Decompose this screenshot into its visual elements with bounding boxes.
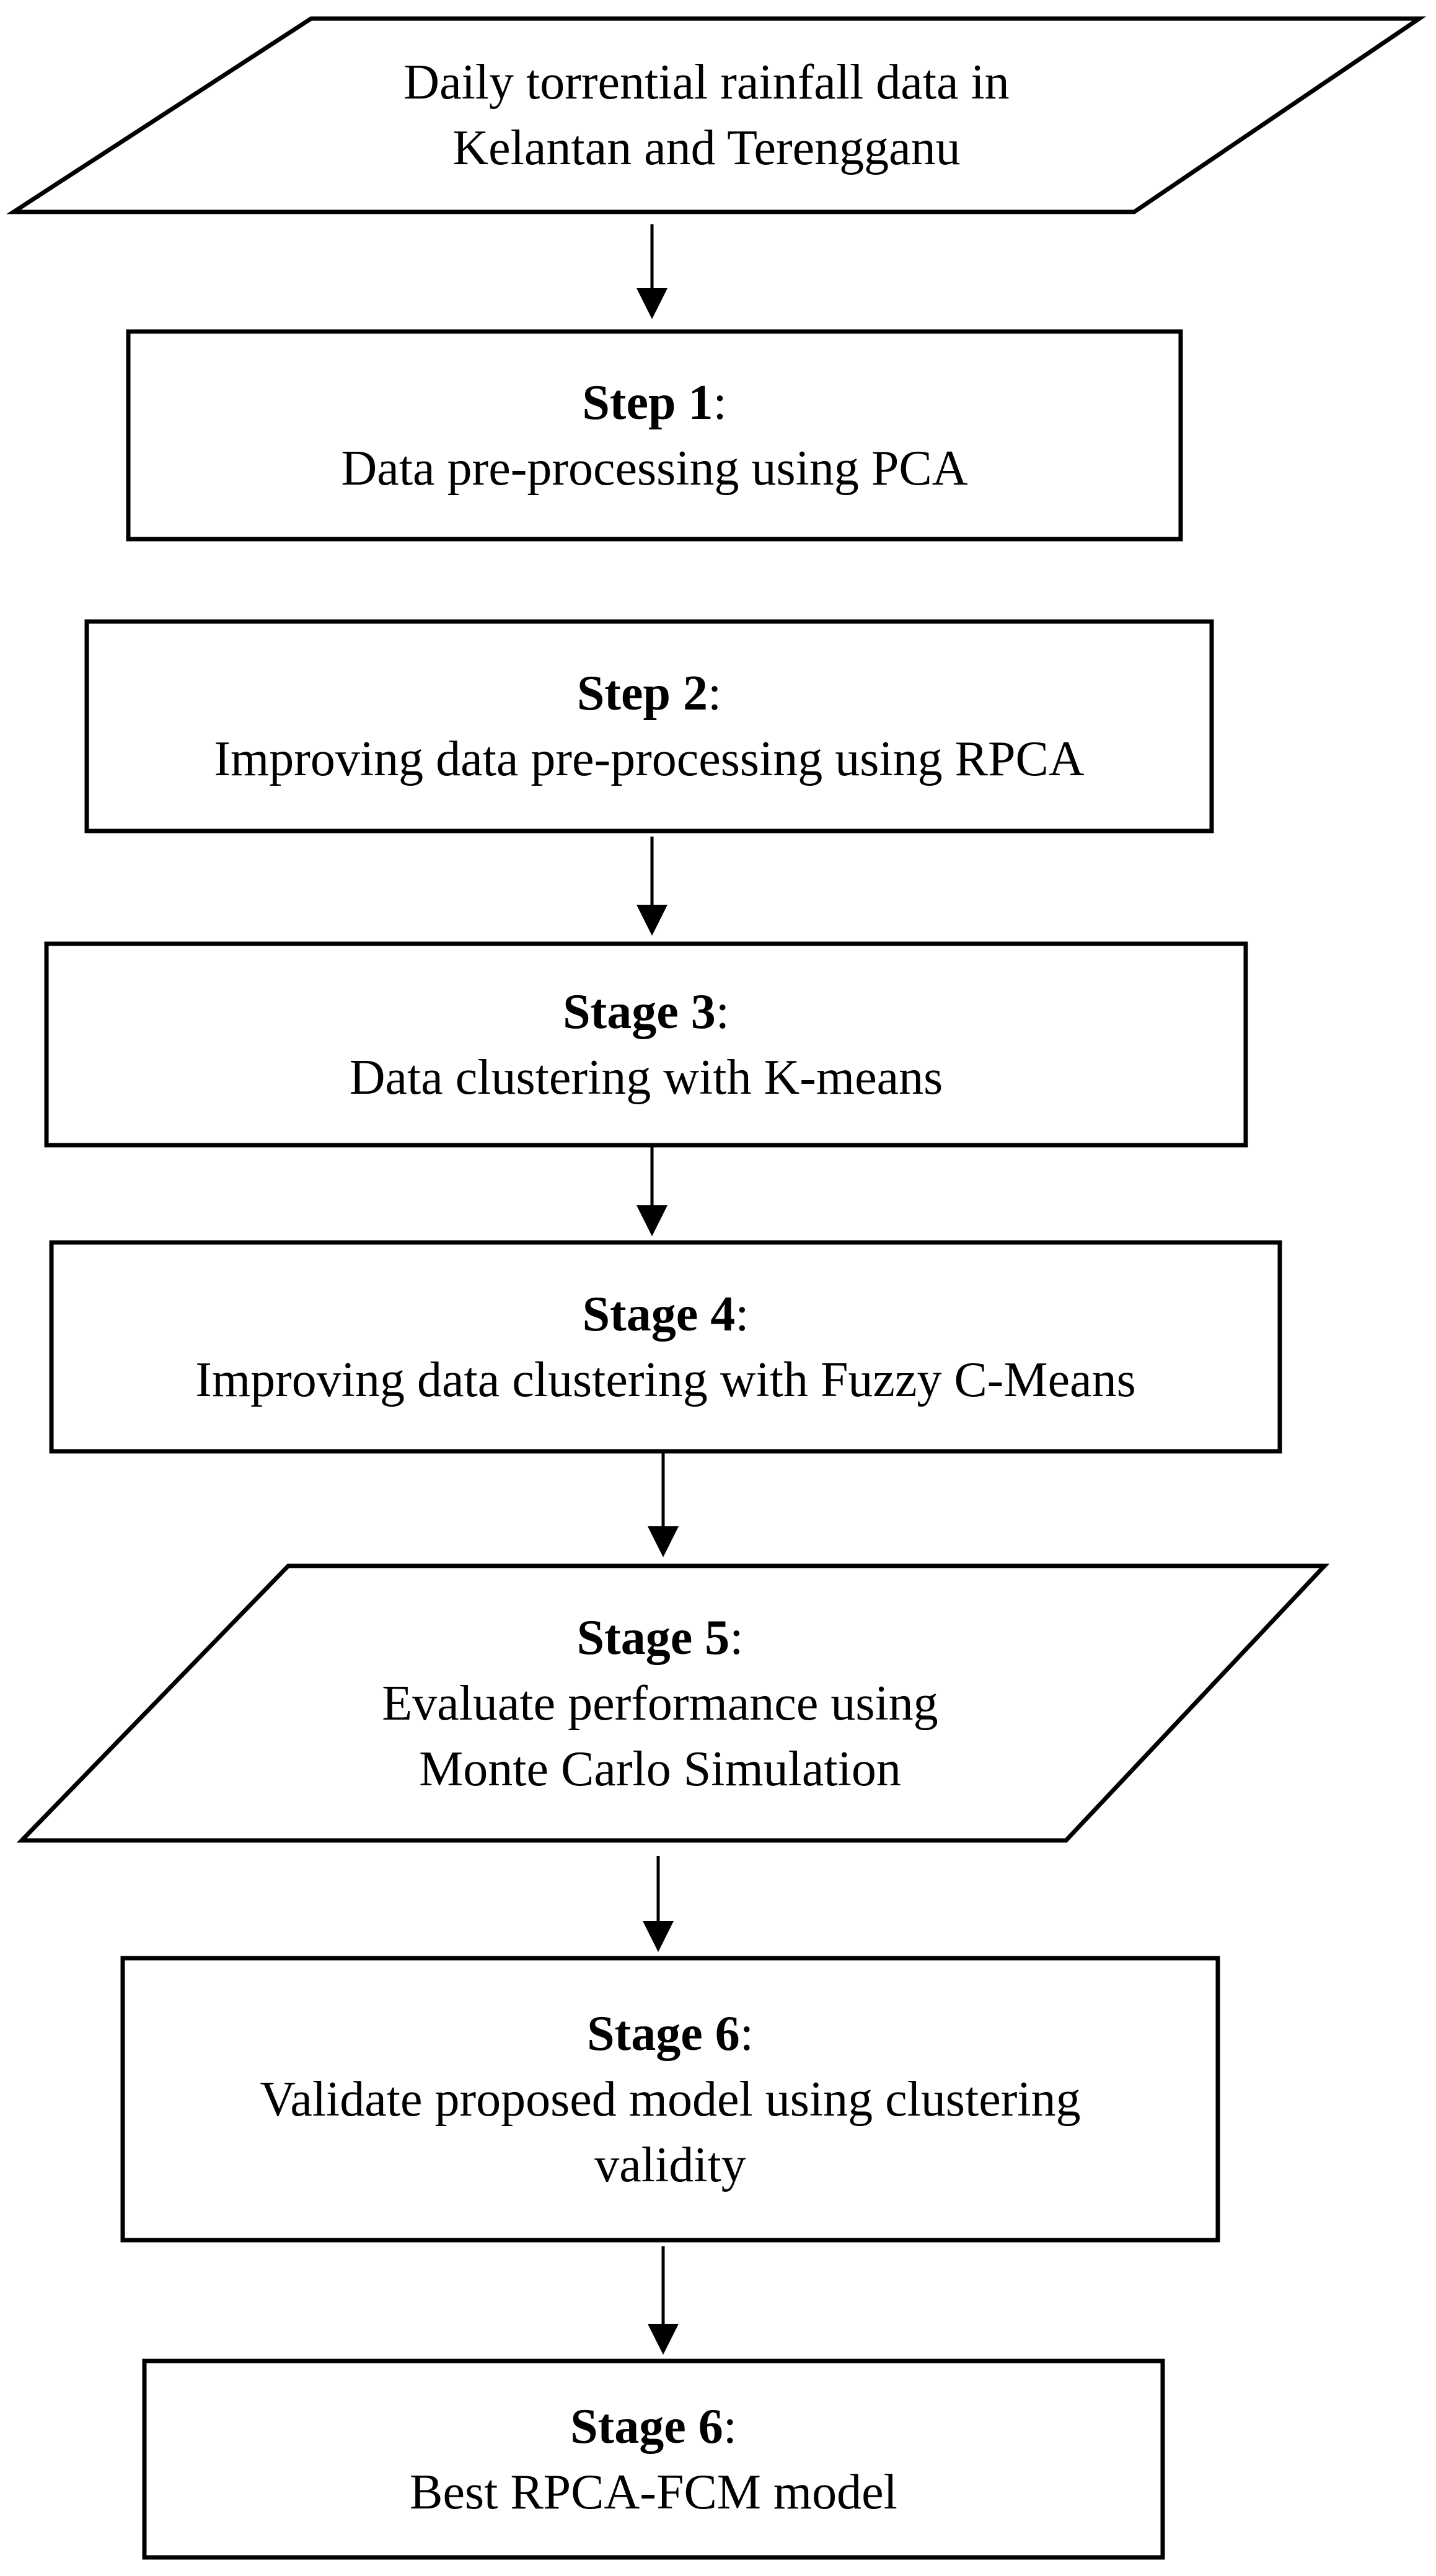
node-1-line-1: Daily torrential rainfall data in [403,55,1010,110]
node-8-line-1: Best RPCA-FCM model [410,2464,897,2520]
node-5-label: Stage 4: [582,1286,749,1342]
node-4-label-text: Stage 3 [563,984,716,1039]
node-8-label-text: Stage 6 [570,2399,723,2454]
node-2-label: Step 1: [582,375,727,430]
node-6-label: Stage 5: [576,1610,744,1665]
node-7-text: Stage 6: Validate proposed model using cl… [123,1958,1218,2240]
node-5-line-1: Improving data clustering with Fuzzy C-M… [195,1352,1136,1407]
node-5-text: Stage 4: Improving data clustering with F… [51,1242,1280,1451]
node-6-line-2: Monte Carlo Simulation [419,1741,901,1796]
node-4-text: Stage 3: Data clustering with K-means [46,944,1246,1145]
node-4-label: Stage 3: [563,984,729,1039]
node-7-line-1: Validate proposed model using clustering [260,2072,1081,2127]
node-8-rectangle [142,2358,1165,2560]
node-6-line-1: Evaluate performance using [382,1676,938,1731]
node-2-rectangle [126,329,1183,542]
node-8-label: Stage 6: [570,2399,737,2454]
node-7-line-2: validity [594,2137,746,2192]
node-7-rectangle [120,1956,1220,2243]
node-8-text: Stage 6: Best RPCA-FCM model [144,2361,1163,2557]
node-4-rectangle [44,941,1248,1148]
node-3-label: Step 2: [576,666,722,721]
node-1-text: Daily torrential rainfall data in Kelanta… [248,37,1165,193]
node-3-line-1: Improving data pre-processing using RPCA [214,732,1085,786]
node-7-label: Stage 6: [587,2006,754,2061]
node-1-parallelogram [6,16,1427,214]
node-4-line-1: Data clustering with K-means [349,1050,943,1105]
node-1-line-2: Kelantan and Terengganu [452,121,961,175]
node-6-label-text: Stage 5 [576,1610,730,1665]
node-5-label-text: Stage 4 [582,1286,736,1342]
node-2-line-1: Data pre-processing using PCA [341,441,968,496]
node-3-label-text: Step 2 [576,666,708,721]
node-2-label-text: Step 1 [582,375,713,430]
node-7-label-text: Stage 6 [587,2006,740,2061]
node-3-rectangle [84,619,1214,833]
node-2-text: Step 1: Data pre-processing using PCA [128,332,1181,539]
node-6-parallelogram [16,1563,1330,1843]
node-3-text: Step 2: Improving data pre-processing usi… [87,622,1212,831]
node-5-rectangle [49,1240,1282,1454]
